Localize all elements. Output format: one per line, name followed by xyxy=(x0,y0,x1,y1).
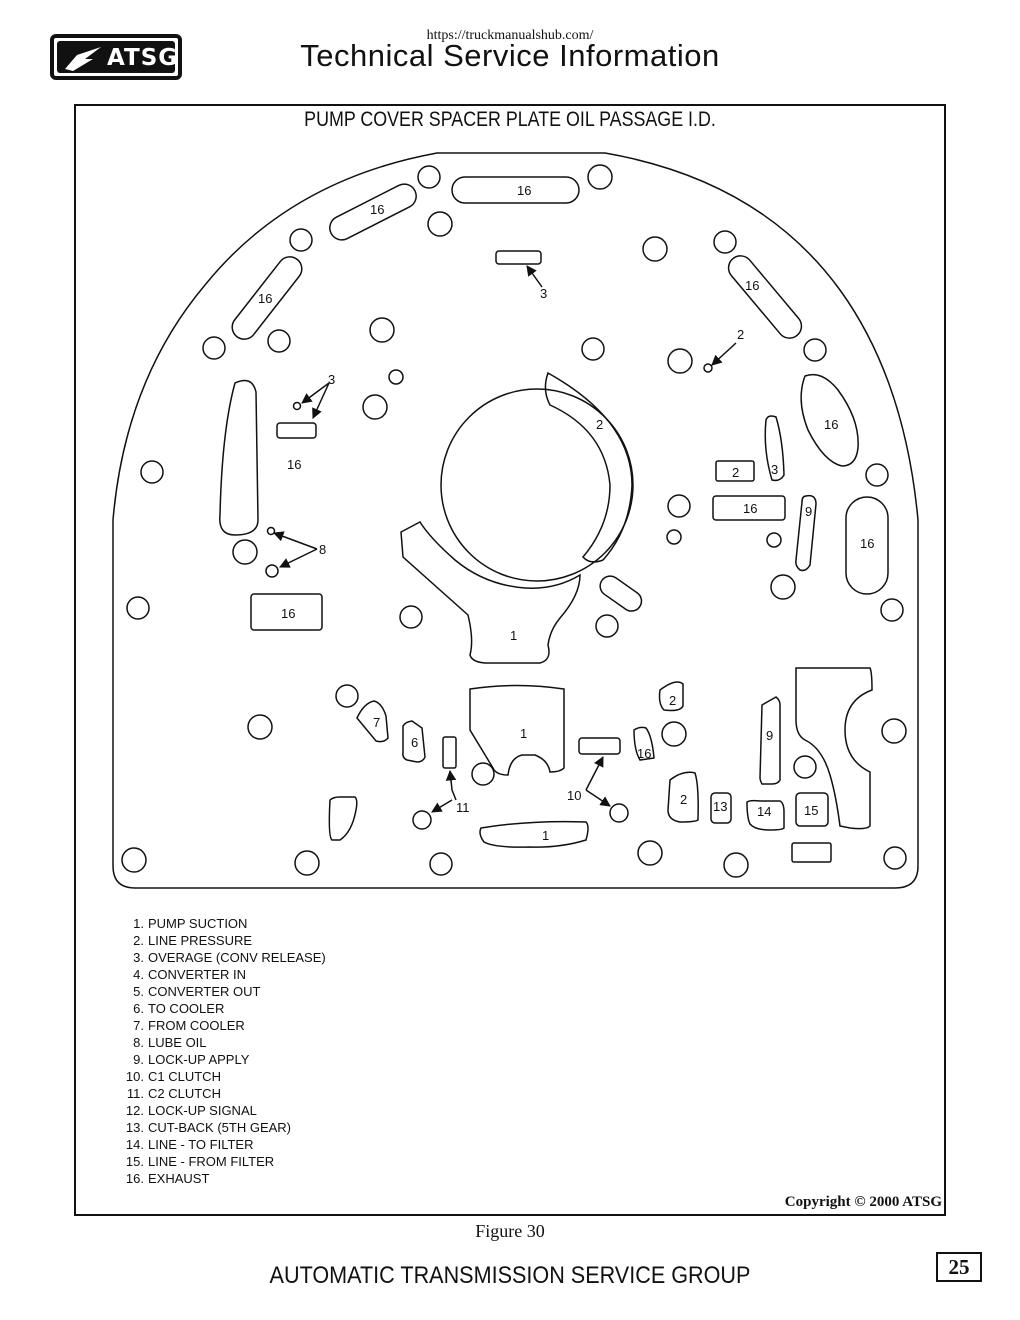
overage-slot xyxy=(276,422,317,439)
exhaust-slot xyxy=(633,726,655,761)
exhaust-slot xyxy=(712,495,786,521)
callout-label: 16 xyxy=(637,746,651,761)
footer-title: AUTOMATIC TRANSMISSION SERVICE GROUP xyxy=(269,1262,751,1289)
callout-labels: 16 16 3 16 16 2 3 2 16 16 2 3 16 9 16 8 … xyxy=(258,183,874,843)
line-pressure-slot xyxy=(658,681,684,712)
exhaust-slot xyxy=(845,496,889,595)
center-bore xyxy=(440,388,634,582)
exhaust-slot xyxy=(250,593,323,631)
figure-frame xyxy=(74,104,946,1216)
callout-label: 3 xyxy=(328,372,335,387)
callout-label: 8 xyxy=(319,542,326,557)
callout-label: 14 xyxy=(757,804,771,819)
legend-item: 5.CONVERTER OUT xyxy=(133,984,261,999)
legend-item: 4.CONVERTER IN xyxy=(133,967,246,982)
callout-label: 15 xyxy=(804,803,818,818)
callout-label: 16 xyxy=(743,501,757,516)
leader-arrows xyxy=(273,265,737,813)
callout-label: 16 xyxy=(370,202,384,217)
legend-item: 10.C1 CLUTCH xyxy=(125,1069,221,1084)
exhaust-slot xyxy=(800,373,859,467)
exhaust-slot xyxy=(727,255,803,339)
legend-item: 13.CUT-BACK (5TH GEAR) xyxy=(125,1120,292,1135)
callout-label: 16 xyxy=(517,183,531,198)
slot xyxy=(328,796,358,841)
lockup-apply-slot xyxy=(759,696,781,785)
page-number: 25 xyxy=(936,1252,982,1282)
legend-item: 3.OVERAGE (CONV RELEASE) xyxy=(133,950,326,965)
legend-item: 12.LOCK-UP SIGNAL xyxy=(125,1103,257,1118)
legend-item: 8.LUBE OIL xyxy=(133,1035,207,1050)
lockup-apply-slot xyxy=(795,494,817,572)
to-cooler-slot xyxy=(402,720,426,763)
callout-label: 6 xyxy=(411,735,418,750)
passage-legend: 1.PUMP SUCTION 2.LINE PRESSURE 3.OVERAGE… xyxy=(120,915,326,1187)
callout-label: 3 xyxy=(540,286,547,301)
callout-label: 11 xyxy=(456,800,470,815)
callout-label: 1 xyxy=(510,628,517,643)
callout-label: 2 xyxy=(669,693,676,708)
pump-suction-passage xyxy=(469,684,565,776)
slot xyxy=(599,575,643,612)
bird-icon xyxy=(65,47,101,71)
bolt-holes xyxy=(121,164,907,878)
legend-item: 16.EXHAUST xyxy=(125,1171,210,1186)
logo-text: ATSG xyxy=(107,45,179,71)
callout-label: 1 xyxy=(542,828,549,843)
callout-label: 7 xyxy=(373,715,380,730)
callout-label: 16 xyxy=(258,291,272,306)
legend-item: 14.LINE - TO FILTER xyxy=(125,1137,254,1152)
callout-label: 10 xyxy=(567,788,581,803)
source-url[interactable]: https://truckmanualshub.com/ xyxy=(426,28,594,43)
plate-outline xyxy=(112,152,919,889)
callout-label: 2 xyxy=(737,327,744,342)
exhaust-slot xyxy=(451,176,580,204)
callout-label: 16 xyxy=(287,457,301,472)
atsg-logo: ATSG xyxy=(50,34,182,80)
cutback-slot xyxy=(710,792,732,824)
line-pressure-passage xyxy=(544,371,633,563)
callout-label: 1 xyxy=(520,726,527,741)
legend-item: 6.TO COOLER xyxy=(133,1001,225,1016)
figure-caption: Figure 30 xyxy=(475,1221,545,1241)
callout-label: 16 xyxy=(860,536,874,551)
line-from-filter-slot xyxy=(795,792,829,827)
callout-label: 2 xyxy=(680,792,687,807)
c2-clutch-slot xyxy=(442,736,457,769)
figure-title: PUMP COVER SPACER PLATE OIL PASSAGE I.D. xyxy=(304,108,716,131)
line-pressure-slot xyxy=(667,771,699,823)
exhaust-slot xyxy=(231,256,303,340)
callout-label: 2 xyxy=(732,465,739,480)
callout-label: 13 xyxy=(713,799,727,814)
callout-label: 16 xyxy=(281,606,295,621)
page-header-title: Technical Service Information xyxy=(300,38,720,73)
copyright-notice: Copyright © 2000 ATSG xyxy=(784,1194,942,1210)
slot xyxy=(791,842,832,863)
exhaust-slot xyxy=(219,379,259,536)
legend-item: 2.LINE PRESSURE xyxy=(133,933,253,948)
callout-label: 16 xyxy=(824,417,838,432)
line-pressure-slot xyxy=(715,460,755,482)
callout-label: 3 xyxy=(771,462,778,477)
pump-suction-passage xyxy=(400,521,581,664)
legend-item: 15.LINE - FROM FILTER xyxy=(125,1154,275,1169)
line-to-filter-slot xyxy=(746,799,785,831)
pump-suction-slot xyxy=(479,820,589,848)
legend-item: 7.FROM COOLER xyxy=(133,1018,245,1033)
overage-slot xyxy=(495,250,542,265)
callout-label: 9 xyxy=(805,504,812,519)
callout-label: 2 xyxy=(596,417,603,432)
overage-slot xyxy=(764,415,785,482)
legend-item: 9.LOCK-UP APPLY xyxy=(133,1052,250,1067)
c1-clutch-slot xyxy=(578,737,621,755)
callout-label: 9 xyxy=(766,728,773,743)
from-cooler-slot xyxy=(356,700,389,743)
legend-item: 11.C2 CLUTCH xyxy=(126,1086,221,1101)
valve-pocket xyxy=(795,667,873,830)
legend-item: 1.PUMP SUCTION xyxy=(133,916,248,931)
callout-label: 16 xyxy=(745,278,759,293)
exhaust-slot xyxy=(329,183,417,241)
